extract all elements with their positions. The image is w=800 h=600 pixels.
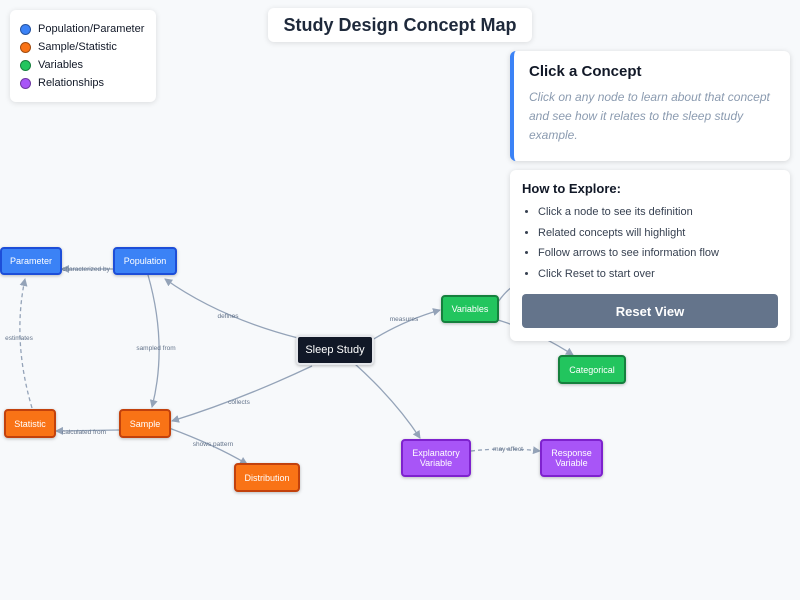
- node-parameter[interactable]: Parameter: [0, 247, 62, 275]
- info-text: Click on any node to learn about that co…: [529, 90, 770, 142]
- legend-label: Relationships: [38, 77, 105, 89]
- edge-label-may-affect: may affect: [493, 446, 523, 453]
- edge-sampled-from: [147, 274, 160, 408]
- edge-explanatory: [354, 363, 421, 439]
- legend: Population/Parameter Sample/Statistic Va…: [10, 10, 156, 102]
- node-distribution[interactable]: Distribution: [234, 463, 300, 492]
- node-sample[interactable]: Sample: [119, 409, 171, 438]
- page-title: Study Design Concept Map: [268, 8, 532, 42]
- edge-measures: [371, 308, 441, 341]
- help-item: Follow arrows to see information flow: [538, 243, 778, 264]
- edge-defines: [164, 278, 299, 339]
- legend-dot-blue-icon: [20, 23, 31, 35]
- edge-label-calculated-from: calculated from: [62, 429, 106, 436]
- legend-label: Sample/Statistic: [38, 41, 117, 53]
- concept-info-panel: Click a Concept Click on any node to lea…: [510, 51, 790, 161]
- edge-label-measures: measures: [390, 316, 419, 323]
- node-explanatory-variable[interactable]: Explanatory Variable: [401, 439, 471, 477]
- edge-label-defines: defines: [218, 313, 240, 320]
- help-item: Click Reset to start over: [538, 264, 778, 285]
- edge-label-sampled-from: sampled from: [136, 345, 175, 352]
- edge-calculated-from: [55, 426, 120, 435]
- legend-item-relationships: Relationships: [20, 74, 146, 92]
- edge-label-characterized-by: characterized by: [62, 266, 110, 273]
- legend-item-population: Population/Parameter: [20, 20, 146, 38]
- edge-label-estimates: estimates: [5, 335, 34, 342]
- help-item: Click a node to see its definition: [538, 202, 778, 223]
- legend-label: Population/Parameter: [38, 23, 145, 35]
- legend-item-sample: Sample/Statistic: [20, 38, 146, 56]
- reset-view-button[interactable]: Reset View: [522, 294, 778, 328]
- legend-item-variables: Variables: [20, 56, 146, 74]
- edge-label-collects: collects: [228, 399, 250, 406]
- node-statistic[interactable]: Statistic: [4, 409, 56, 438]
- node-variables[interactable]: Variables: [441, 295, 499, 323]
- edge-collects: [171, 365, 313, 423]
- help-item: Related concepts will highlight: [538, 223, 778, 244]
- legend-dot-green-icon: [20, 59, 31, 71]
- how-to-explore-panel: How to Explore: Click a node to see its …: [510, 170, 790, 341]
- legend-dot-purple-icon: [20, 77, 31, 89]
- legend-dot-orange-icon: [20, 41, 31, 53]
- node-categorical[interactable]: Categorical: [558, 355, 626, 384]
- legend-label: Variables: [38, 59, 84, 71]
- node-sleep-study[interactable]: Sleep Study: [296, 335, 374, 365]
- node-population[interactable]: Population: [113, 247, 177, 275]
- edge-label-shows-pattern: shows pattern: [193, 441, 234, 448]
- help-title: How to Explore:: [522, 181, 621, 196]
- edge-shows-pattern: [168, 427, 248, 465]
- help-list: Click a node to see its definition Relat…: [522, 202, 778, 284]
- edge-estimates: [19, 278, 33, 409]
- node-response-variable[interactable]: Response Variable: [540, 439, 603, 477]
- info-title: Click a Concept: [529, 63, 642, 80]
